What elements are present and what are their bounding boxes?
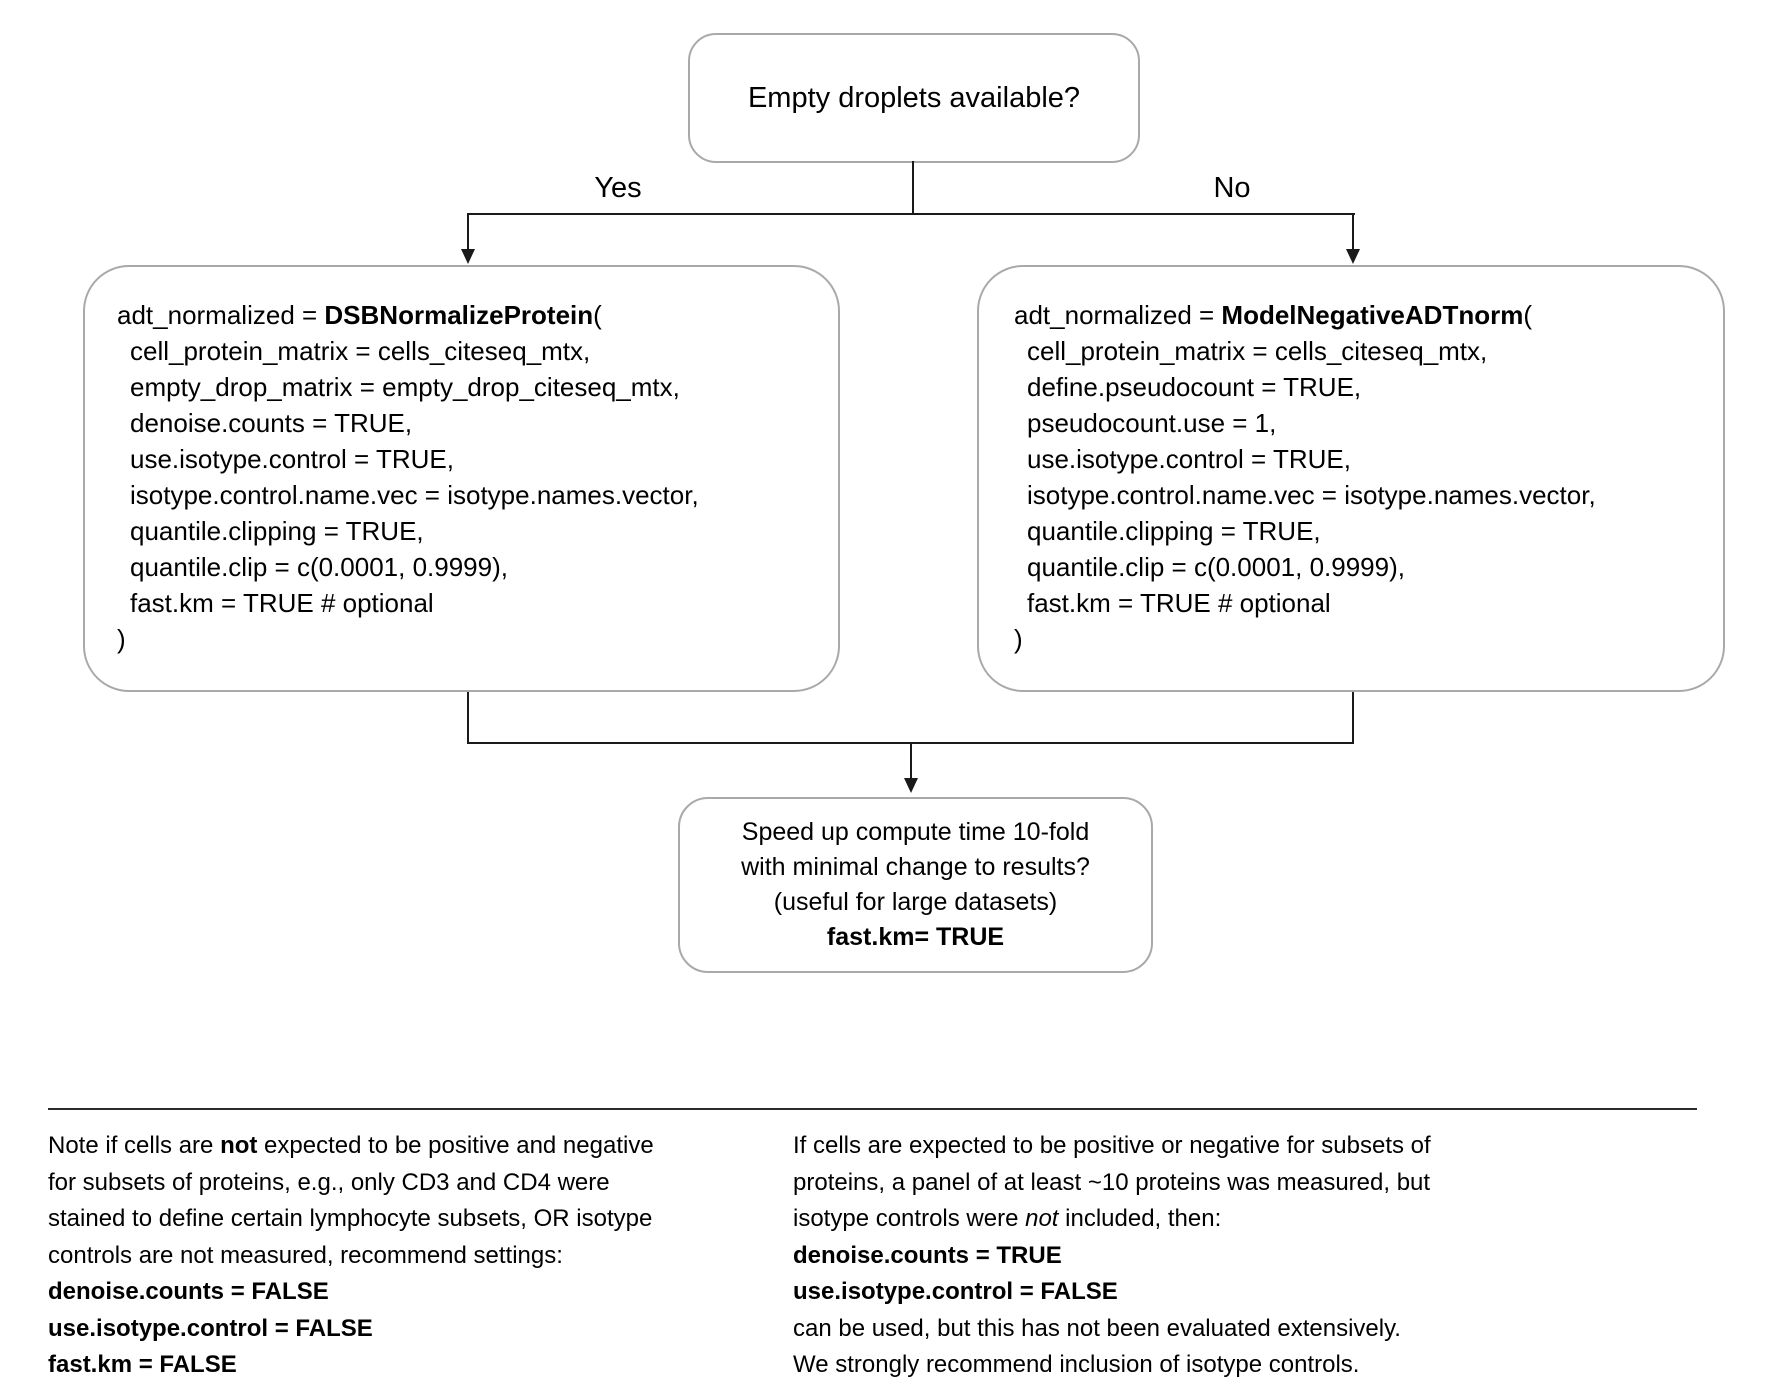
- note-setting: denoise.counts = FALSE: [48, 1278, 329, 1305]
- code-line-param: pseudocount.use = 1,: [1027, 408, 1277, 438]
- connector-right-merge-down: [1352, 692, 1354, 744]
- decision-box-empty-droplets: Empty droplets available?: [688, 33, 1140, 163]
- note-text: included, then:: [1058, 1205, 1222, 1232]
- note-line: for subsets of proteins, e.g., only CD3 …: [48, 1168, 610, 1196]
- code-line-param: quantile.clip = c(0.0001, 0.9999),: [130, 552, 508, 582]
- code-line-param: empty_drop_matrix = empty_drop_citeseq_m…: [130, 372, 680, 402]
- code-open-paren: (: [593, 300, 602, 330]
- note-text-bold: not: [220, 1132, 258, 1159]
- note-setting: use.isotype.control = FALSE: [48, 1314, 373, 1342]
- decision-label: Empty droplets available?: [747, 81, 1081, 114]
- code-line-param: isotype.control.name.vec = isotype.names…: [130, 480, 699, 510]
- connector-decision-down: [912, 161, 914, 215]
- note-right-column: If cells are expected to be positive or …: [793, 1128, 1713, 1384]
- code-line-param: fast.km = TRUE # optional: [130, 588, 434, 618]
- code-open-paren: (: [1523, 300, 1532, 330]
- code-line-call: adt_normalized = DSBNormalizeProtein(: [85, 297, 838, 333]
- note-line: isotype controls were not included, then…: [793, 1201, 1713, 1238]
- connector-merge-mid-down: [910, 742, 912, 780]
- code-line-param: define.pseudocount = TRUE,: [1027, 372, 1362, 402]
- connector-branch-horizontal: [467, 213, 1355, 215]
- note-line: can be used, but this has not been evalu…: [793, 1314, 1401, 1342]
- speed-tip-line: Speed up compute time 10-fold: [741, 818, 1090, 846]
- note-text: Note if cells are: [48, 1132, 221, 1159]
- note-line: proteins, a panel of at least ~10 protei…: [793, 1168, 1431, 1196]
- speed-tip-box: Speed up compute time 10-fold with minim…: [678, 797, 1153, 973]
- speed-tip-line: with minimal change to results?: [741, 853, 1090, 881]
- code-line-close: ): [117, 624, 126, 654]
- code-function-name: DSBNormalizeProtein: [324, 300, 594, 330]
- note-text: isotype controls were: [793, 1205, 1026, 1232]
- connector-no-down: [1352, 213, 1354, 251]
- note-setting: fast.km = FALSE: [48, 1351, 237, 1378]
- note-line: stained to define certain lymphocyte sub…: [48, 1205, 653, 1232]
- code-line-param: cell_protein_matrix = cells_citeseq_mtx,: [130, 336, 591, 366]
- note-line: Note if cells are not expected to be pos…: [48, 1128, 788, 1165]
- speed-tip-setting: fast.km= TRUE: [826, 923, 1005, 951]
- code-function-name: ModelNegativeADTnorm: [1221, 300, 1524, 330]
- code-line-param: quantile.clipping = TRUE,: [1027, 516, 1321, 546]
- code-line-param: denoise.counts = TRUE,: [130, 408, 413, 438]
- branch-label-yes: Yes: [594, 172, 642, 204]
- code-line-param: isotype.control.name.vec = isotype.names…: [1027, 480, 1596, 510]
- branch-label-no: No: [1213, 172, 1251, 204]
- note-line: If cells are expected to be positive or …: [793, 1132, 1431, 1159]
- note-text-italic: not: [1025, 1205, 1059, 1232]
- model-negative-adtnorm-box: adt_normalized = ModelNegativeADTnorm( c…: [977, 265, 1725, 692]
- code-line-param: use.isotype.control = TRUE,: [130, 444, 454, 474]
- code-line-param: fast.km = TRUE # optional: [1027, 588, 1331, 618]
- arrowhead-merge-icon: [904, 778, 918, 793]
- code-line-param: cell_protein_matrix = cells_citeseq_mtx,: [1027, 336, 1488, 366]
- code-assign: adt_normalized =: [117, 300, 325, 330]
- code-assign: adt_normalized =: [1014, 300, 1222, 330]
- arrowhead-yes-icon: [461, 249, 475, 264]
- note-text: expected to be positive and negative: [257, 1132, 654, 1159]
- code-line-param: quantile.clipping = TRUE,: [130, 516, 424, 546]
- notes-divider: [48, 1108, 1697, 1110]
- note-setting: use.isotype.control = FALSE: [793, 1278, 1118, 1305]
- note-setting: denoise.counts = TRUE: [793, 1241, 1062, 1269]
- note-line: controls are not measured, recommend set…: [48, 1241, 563, 1269]
- code-line-param: quantile.clip = c(0.0001, 0.9999),: [1027, 552, 1405, 582]
- connector-yes-down: [467, 213, 469, 251]
- note-left-column: Note if cells are not expected to be pos…: [48, 1128, 788, 1384]
- arrowhead-no-icon: [1346, 249, 1360, 264]
- speed-tip-line: (useful for large datasets): [773, 888, 1058, 916]
- code-line-param: use.isotype.control = TRUE,: [1027, 444, 1351, 474]
- connector-left-merge-down: [467, 692, 469, 744]
- dsb-normalize-protein-box: adt_normalized = DSBNormalizeProtein( ce…: [83, 265, 840, 692]
- code-line-call: adt_normalized = ModelNegativeADTnorm(: [979, 297, 1723, 333]
- code-line-close: ): [1014, 624, 1023, 654]
- note-line: We strongly recommend inclusion of isoty…: [793, 1351, 1360, 1378]
